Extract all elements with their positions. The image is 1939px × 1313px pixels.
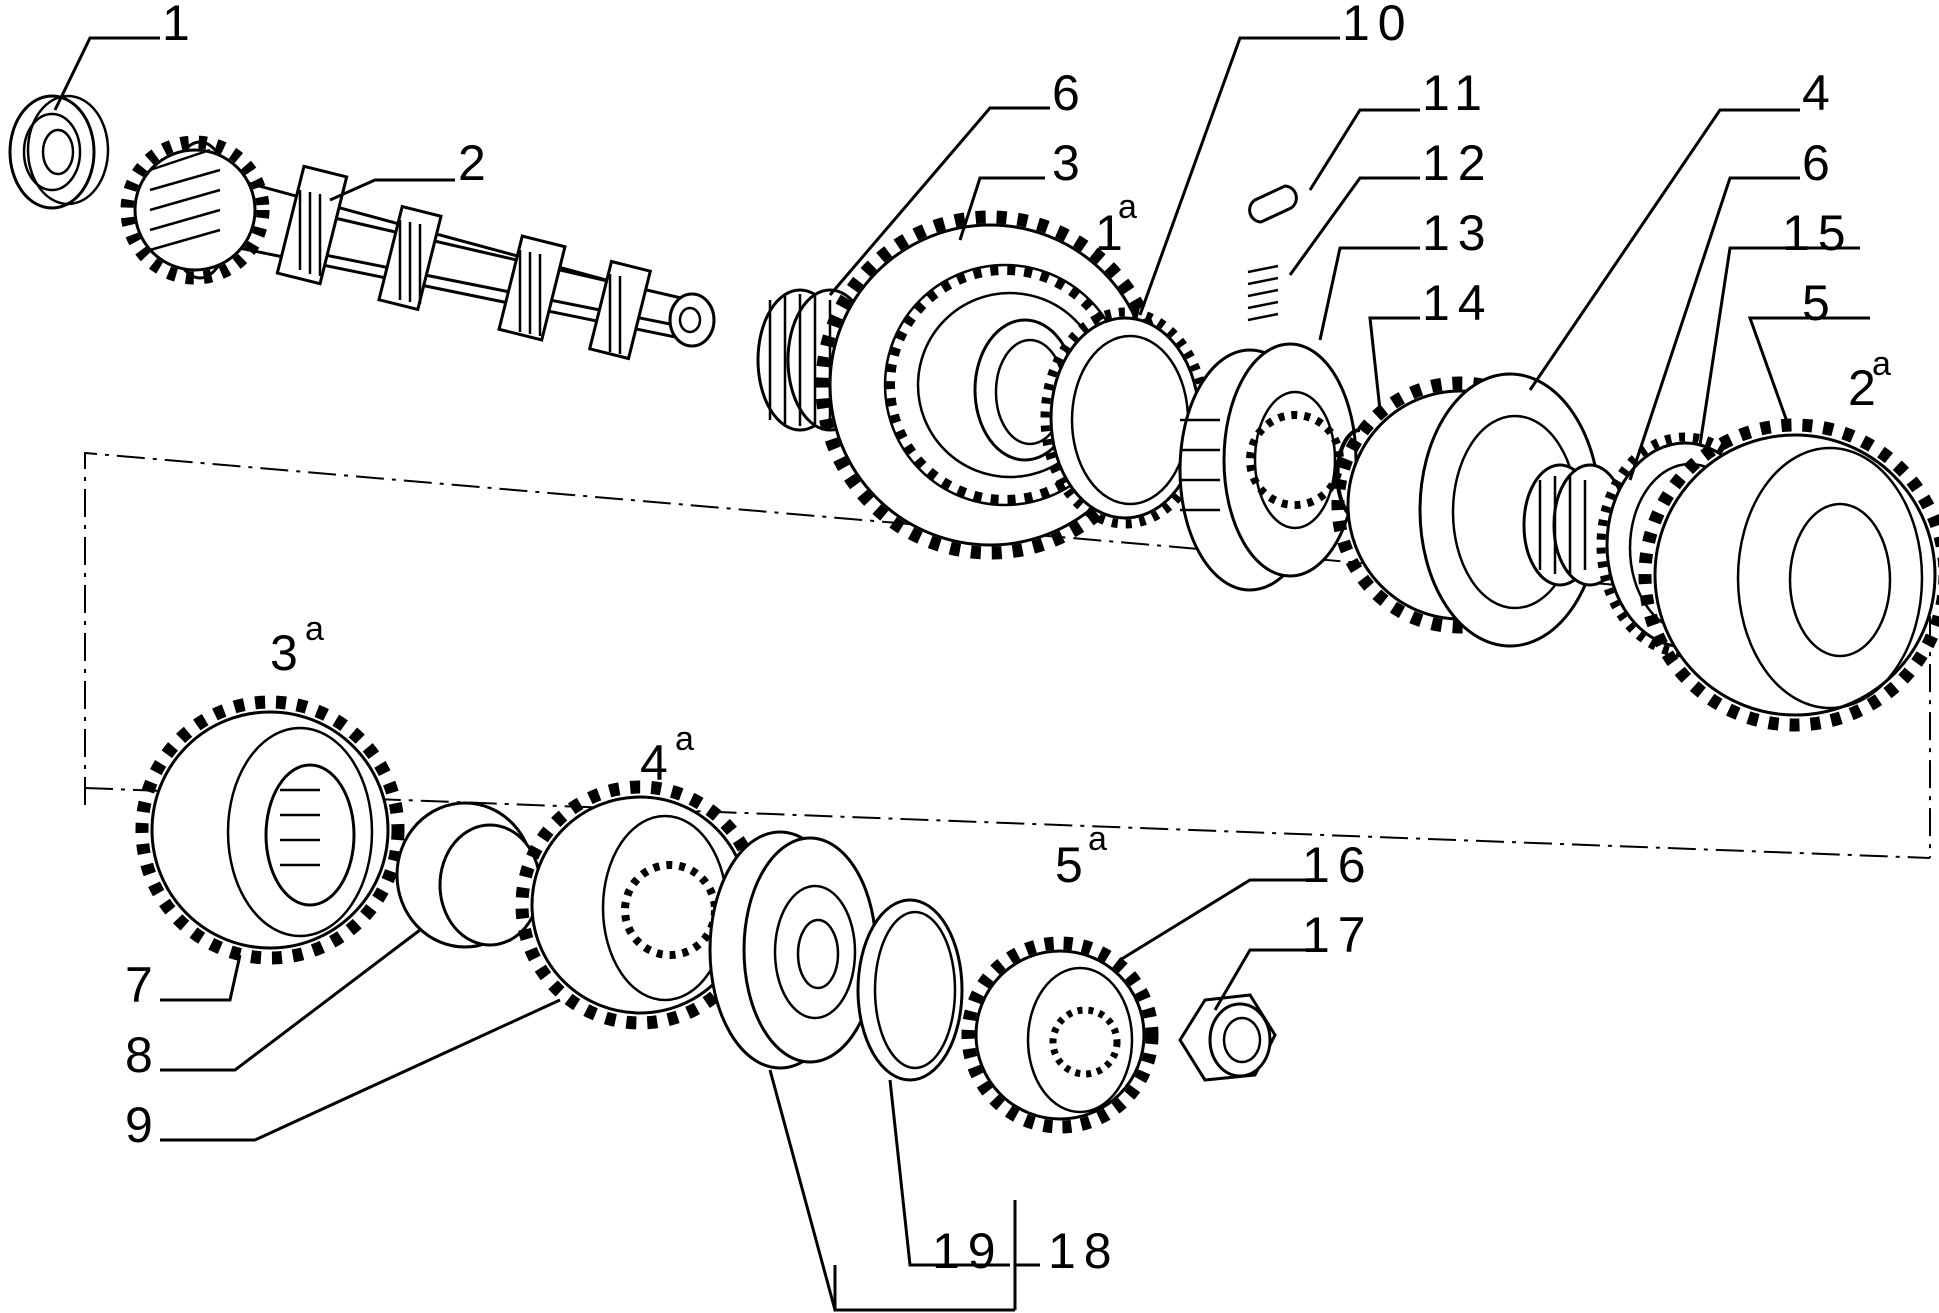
callout-8: 8 (125, 1027, 161, 1083)
bushing-part-8 (395, 801, 542, 949)
gear-label-1-num: 1 (1095, 205, 1131, 261)
callout-1: 1 (162, 0, 198, 51)
gear-part-5 (1638, 418, 1939, 732)
callout-2: 2 (458, 135, 494, 191)
gear-ratio-labels: 1 a 2 a 3 a 4 a 5 a (270, 188, 1891, 893)
gear-label-5-sup: a (1088, 820, 1107, 858)
callout-6-left: 6 (1052, 65, 1088, 121)
gear-label-2-sup: a (1872, 345, 1891, 383)
gear-label-4-sup: a (675, 720, 694, 758)
synchro-hub-part-13 (1178, 342, 1358, 592)
callout-10: 10 (1342, 0, 1414, 51)
gear-part-16 (961, 936, 1159, 1134)
callout-12: 12 (1422, 135, 1494, 191)
callout-numbers: 1 2 6 3 10 11 12 13 14 4 6 15 5 7 8 9 16… (125, 0, 1854, 1279)
callout-5: 5 (1802, 275, 1838, 331)
callout-16: 16 (1302, 837, 1374, 893)
section-divider (84, 451, 1931, 859)
leader-lines (53, 36, 1870, 1312)
bearing-part-1 (8, 94, 110, 210)
callout-7: 7 (125, 957, 161, 1013)
synchro-ring-part-19 (856, 898, 964, 1082)
callout-19: 19 (932, 1223, 1004, 1279)
detent-pin-part-11 (1248, 184, 1298, 224)
callout-6-right: 6 (1802, 135, 1838, 191)
callout-15: 15 (1782, 205, 1854, 261)
input-shaft-part-2 (120, 135, 716, 361)
callout-17: 17 (1302, 907, 1374, 963)
callout-9: 9 (125, 1097, 161, 1153)
callout-4: 4 (1802, 65, 1838, 121)
gear-label-4-num: 4 (640, 735, 676, 791)
callout-13: 13 (1422, 205, 1494, 261)
callout-14: 14 (1422, 275, 1494, 331)
gear-label-3-num: 3 (270, 625, 306, 681)
nut-part-17 (1178, 993, 1277, 1082)
gear-label-5-num: 5 (1055, 837, 1091, 893)
gear-label-2-num: 2 (1848, 360, 1884, 416)
callout-3: 3 (1052, 135, 1088, 191)
spring-part-12 (1247, 264, 1279, 322)
gear-part-7 (135, 695, 405, 965)
gear-label-1-sup: a (1118, 188, 1137, 226)
callout-11: 11 (1422, 65, 1490, 121)
gear-label-3-sup: a (305, 610, 324, 648)
synchro-sleeve-part-18 (708, 830, 878, 1070)
callout-18: 18 (1048, 1223, 1120, 1279)
